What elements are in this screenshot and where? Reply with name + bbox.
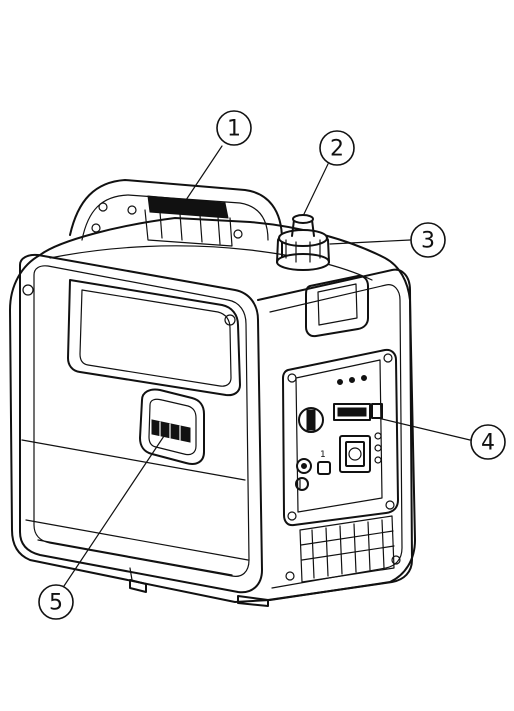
control-panel: 1: [282, 348, 399, 527]
callout-2-label: 2: [330, 137, 344, 162]
callout-3-label: 3: [421, 229, 435, 254]
carry-handle: [144, 195, 233, 247]
fuel-cap: [276, 214, 330, 271]
callout-5-label: 5: [49, 591, 63, 616]
recoil-starter-handle: [139, 388, 205, 465]
callout-5: 5: [38, 435, 165, 620]
callout-1-label: 1: [227, 117, 241, 142]
callout-1: 1: [185, 110, 252, 201]
callout-3: 3: [329, 222, 446, 258]
callout-2: 2: [303, 130, 355, 215]
outlet-number-label: 1: [320, 450, 326, 460]
fuel-gauge-window: [305, 274, 369, 338]
callout-4: 4: [377, 417, 506, 460]
generator-illustration: 1: [9, 179, 416, 607]
vent-grille: [285, 515, 401, 583]
callout-4-label: 4: [481, 431, 495, 456]
